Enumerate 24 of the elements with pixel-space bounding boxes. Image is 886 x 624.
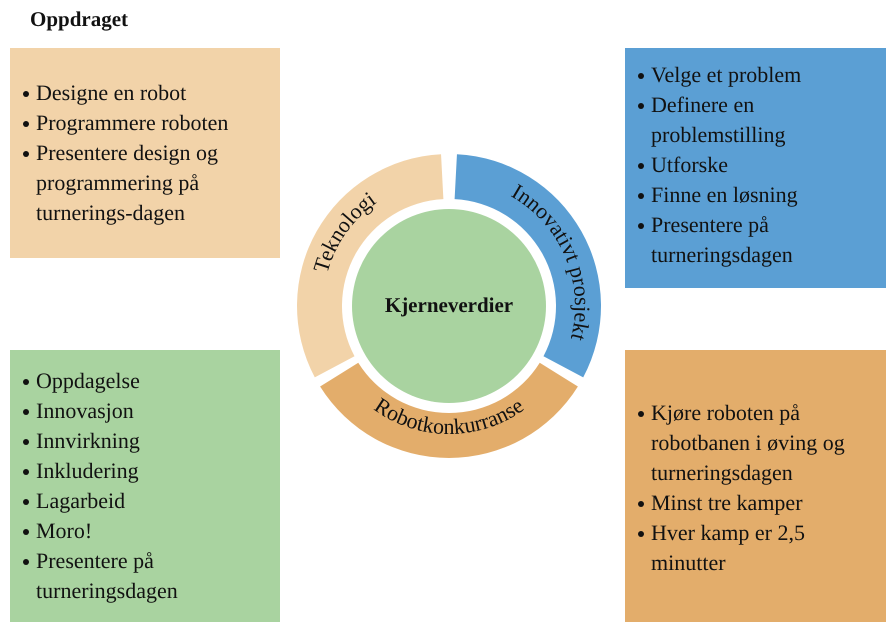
bullet-item: Definere en problemstilling [651,92,786,147]
bullet-item: Presentere på turneringsdagen [36,548,178,603]
bullet-item: Innovasjon [36,398,134,423]
text-panel [10,48,280,258]
bullet-item: Velge et problem [651,62,802,87]
ring-segment: Robotkonkurranse [320,362,578,458]
text-panel [625,350,886,622]
bullet-item: Inkludering [36,458,139,483]
bullet-item: Presentere på turneringsdagen [651,212,793,267]
bullet-item: Oppdagelse [36,368,140,393]
bullet-item: Kjøre roboten på robotbanen i øving og turneringsdagen [651,400,845,485]
bullet-item: Finne en løsning [651,182,798,207]
bullet-item: Programmere roboten [36,110,228,135]
bullet-item: Lagarbeid [36,488,126,513]
bullet-item: Moro! [36,518,92,543]
text-panel [625,48,886,288]
bullet-item: Minst tre kamper [651,490,803,515]
text-panel [10,350,280,622]
bullet-item: Innvirkning [36,428,140,453]
bullet-item: Designe en robot [36,80,186,105]
bullet-item: Utforske [651,152,728,177]
bullet-item: Hver kamp er 2,5 minutter [651,520,805,575]
bullet-item: Presentere design og programmering på turnerings-dagen [36,140,218,225]
heading: Oppdraget [30,6,128,33]
